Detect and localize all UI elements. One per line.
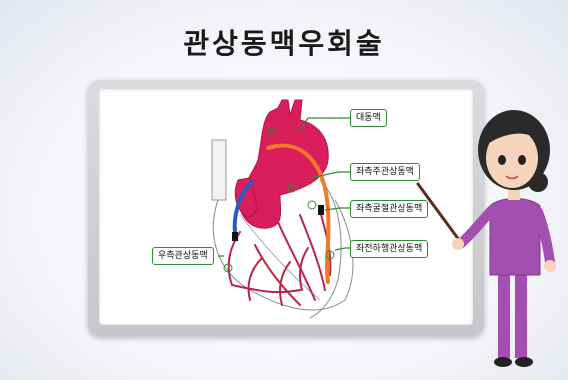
label-left-anterior-descending: 좌전하행관상동맥: [350, 240, 428, 258]
coronary-vessels: [229, 210, 331, 305]
label-left-circumflex-coronary: 좌측굴절관상동맥: [350, 200, 428, 218]
label-left-main-coronary: 좌측주관상동맥: [350, 163, 420, 181]
teacher-illustration: [418, 110, 556, 367]
graft-anastomosis-marker: [232, 232, 238, 241]
label-aorta: 대동맥: [350, 109, 387, 127]
graft-anastomosis-marker: [318, 205, 324, 215]
label-right-coronary: 우측관상동맥: [152, 247, 214, 265]
